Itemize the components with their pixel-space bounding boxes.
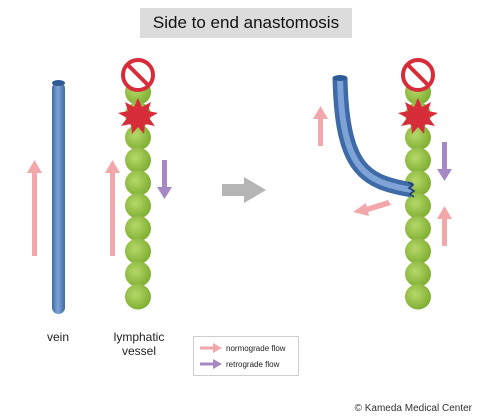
normograde-arrow-icon [200,343,222,353]
legend-normograde-label: normograde flow [226,343,286,353]
retrograde-arrow-right [437,142,452,181]
lymph-bead [405,261,431,287]
normograde-arrow-lymph-right [437,206,452,246]
burst-icon-right [398,98,438,134]
normograde-arrow-vein-right [313,106,328,146]
burst-icon-left [118,98,158,134]
vein-label: vein [46,330,69,344]
retrograde-arrow-left [157,160,172,199]
transition-arrow-icon [222,177,266,203]
lymph-bead [125,147,151,173]
vein-right-anastomosed [332,75,416,198]
normograde-arrow-vein-left [27,160,42,256]
legend-retrograde: retrograde flow [200,357,279,371]
legend: normograde flow retrograde flow [193,336,299,376]
lymph-bead [125,124,151,151]
no-entry-icon-left [121,58,155,92]
vein-left [52,80,65,314]
legend-normograde: normograde flow [200,341,286,355]
lymph-bead [405,238,431,264]
legend-retrograde-label: retrograde flow [226,359,280,369]
lymph-bead [405,284,431,310]
retrograde-arrow-icon [200,359,222,369]
normograde-arrow-diagonal-right [353,200,391,216]
suture-icon [407,181,416,198]
lymph-bead [125,238,151,264]
lymph-bead [125,261,151,287]
lymph-bead [125,170,151,196]
lymphatic-vessel-label: lymphatic vessel [104,330,174,358]
lymph-bead [405,147,431,173]
lymph-bead [405,215,431,242]
lymph-bead [125,284,151,310]
lymphatic-label-line1: lymphatic [113,330,165,344]
diagram-title: Side to end anastomosis [140,8,352,38]
lymph-bead [125,193,151,219]
no-entry-icon-right [401,58,435,92]
lymph-bead [405,193,431,219]
lymph-bead [125,215,151,242]
normograde-arrow-lymph-left [105,160,120,256]
lymph-bead [405,124,431,151]
lymphatic-label-line2: vessel [121,344,156,358]
credit-text: © Kameda Medical Center [354,403,472,414]
